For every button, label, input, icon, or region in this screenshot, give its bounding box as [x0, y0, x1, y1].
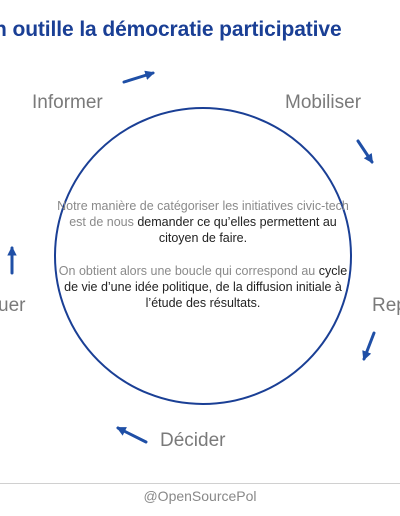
- center-text-2a: On obtient alors une boucle qui correspo…: [58, 263, 319, 278]
- center-paragraph-2: On obtient alors une boucle qui correspo…: [52, 263, 354, 312]
- footer-divider: [0, 483, 400, 484]
- stage-evaluer: uer: [0, 295, 26, 316]
- center-text-2b: cycle de vie d’une idée politique, de la…: [64, 263, 348, 311]
- page-title: h outille la démocratie participative: [0, 18, 342, 41]
- center-text-1c: .: [243, 231, 248, 246]
- center-text-2c: .: [256, 296, 261, 311]
- stage-decider: Décider: [160, 430, 226, 451]
- stage-informer: Informer: [32, 92, 103, 113]
- center-description: Notre manière de catégoriser les initiat…: [52, 198, 354, 311]
- center-paragraph-1: Notre manière de catégoriser les initiat…: [52, 198, 354, 247]
- center-text-1a: Notre manière de catégoriser les initiat…: [57, 199, 349, 230]
- stage-repondre: Rep: [372, 295, 400, 316]
- center-text-1b: demander ce qu’elles permettent au citoy…: [137, 215, 337, 246]
- footer-handle: @OpenSourcePol: [143, 488, 257, 504]
- stage-mobiliser: Mobiliser: [285, 92, 362, 113]
